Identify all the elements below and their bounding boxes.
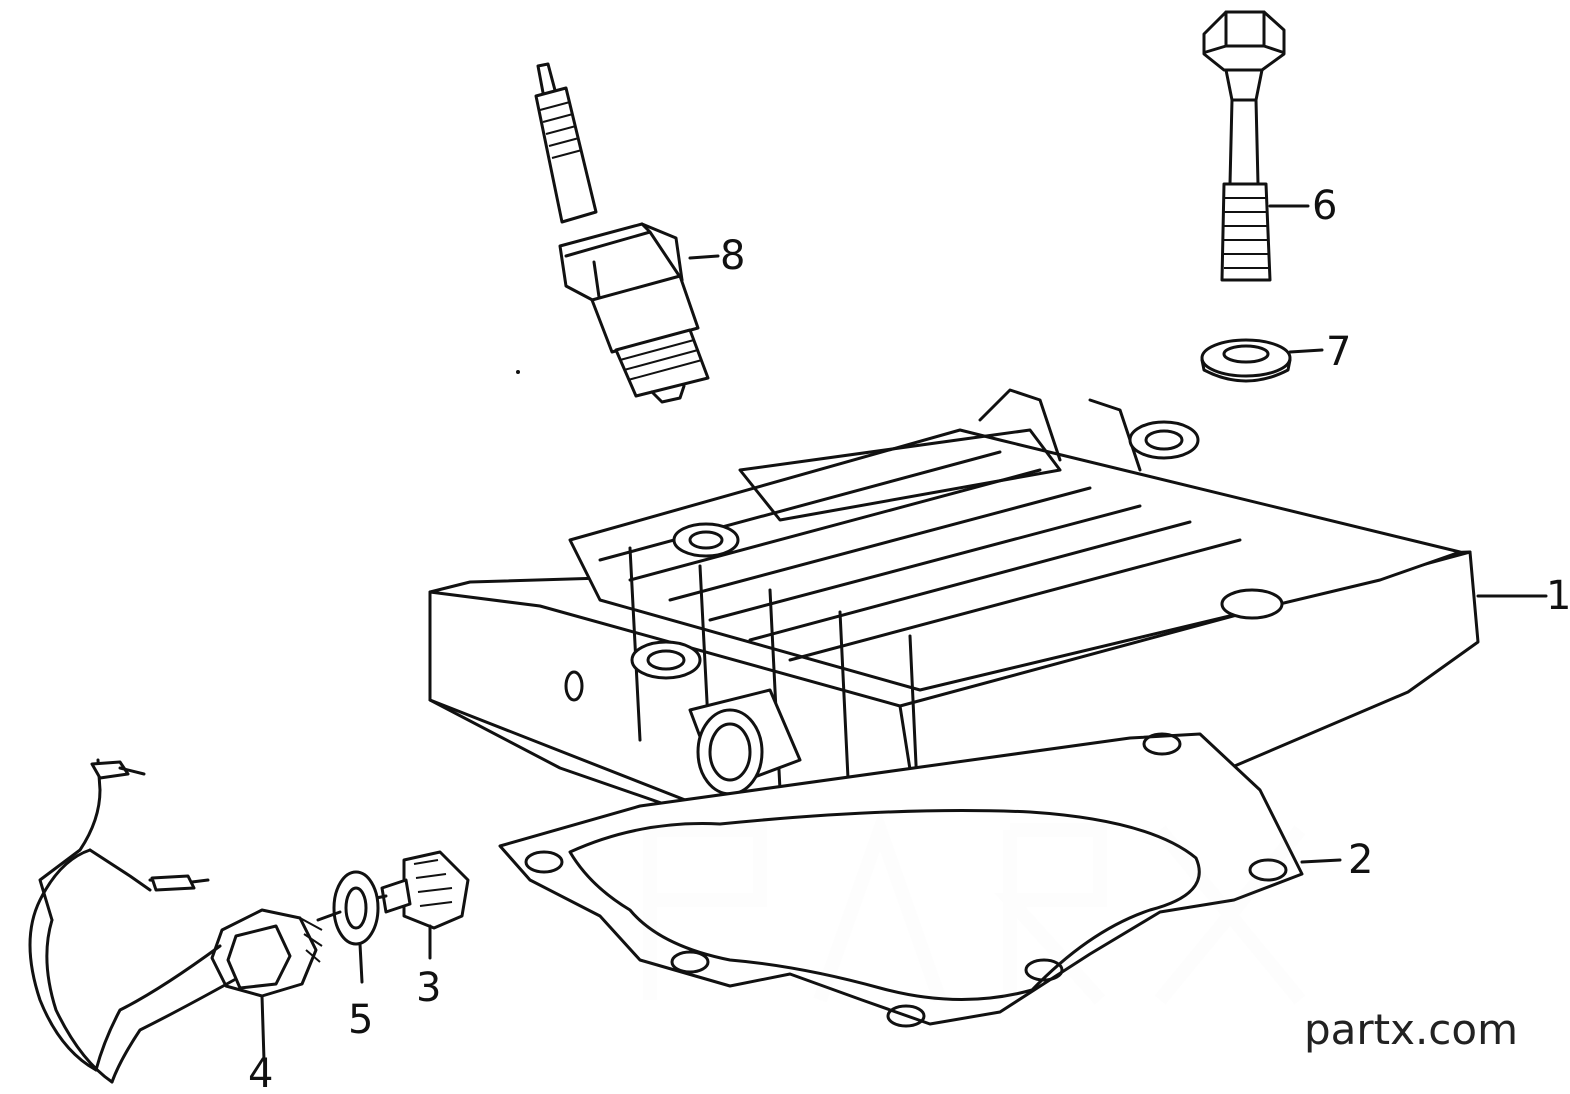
cylinder-head xyxy=(428,388,1548,898)
o-ring xyxy=(316,870,380,984)
head-gasket xyxy=(498,732,1342,1028)
callout-8: 8 xyxy=(720,233,746,279)
callout-6: 6 xyxy=(1312,183,1338,229)
callout-1: 1 xyxy=(1546,573,1570,619)
callout-3: 3 xyxy=(416,965,442,1011)
site-watermark: partx.com xyxy=(1303,1005,1518,1054)
wire-harness xyxy=(28,758,323,1084)
bolt xyxy=(1202,10,1310,282)
callout-2: 2 xyxy=(1348,837,1374,883)
callout-7: 7 xyxy=(1326,329,1352,375)
callout-5: 5 xyxy=(348,997,374,1043)
spark-plug xyxy=(534,62,720,404)
oil-sensor xyxy=(346,850,470,960)
callout-4: 4 xyxy=(248,1051,274,1094)
washer xyxy=(1200,338,1324,383)
